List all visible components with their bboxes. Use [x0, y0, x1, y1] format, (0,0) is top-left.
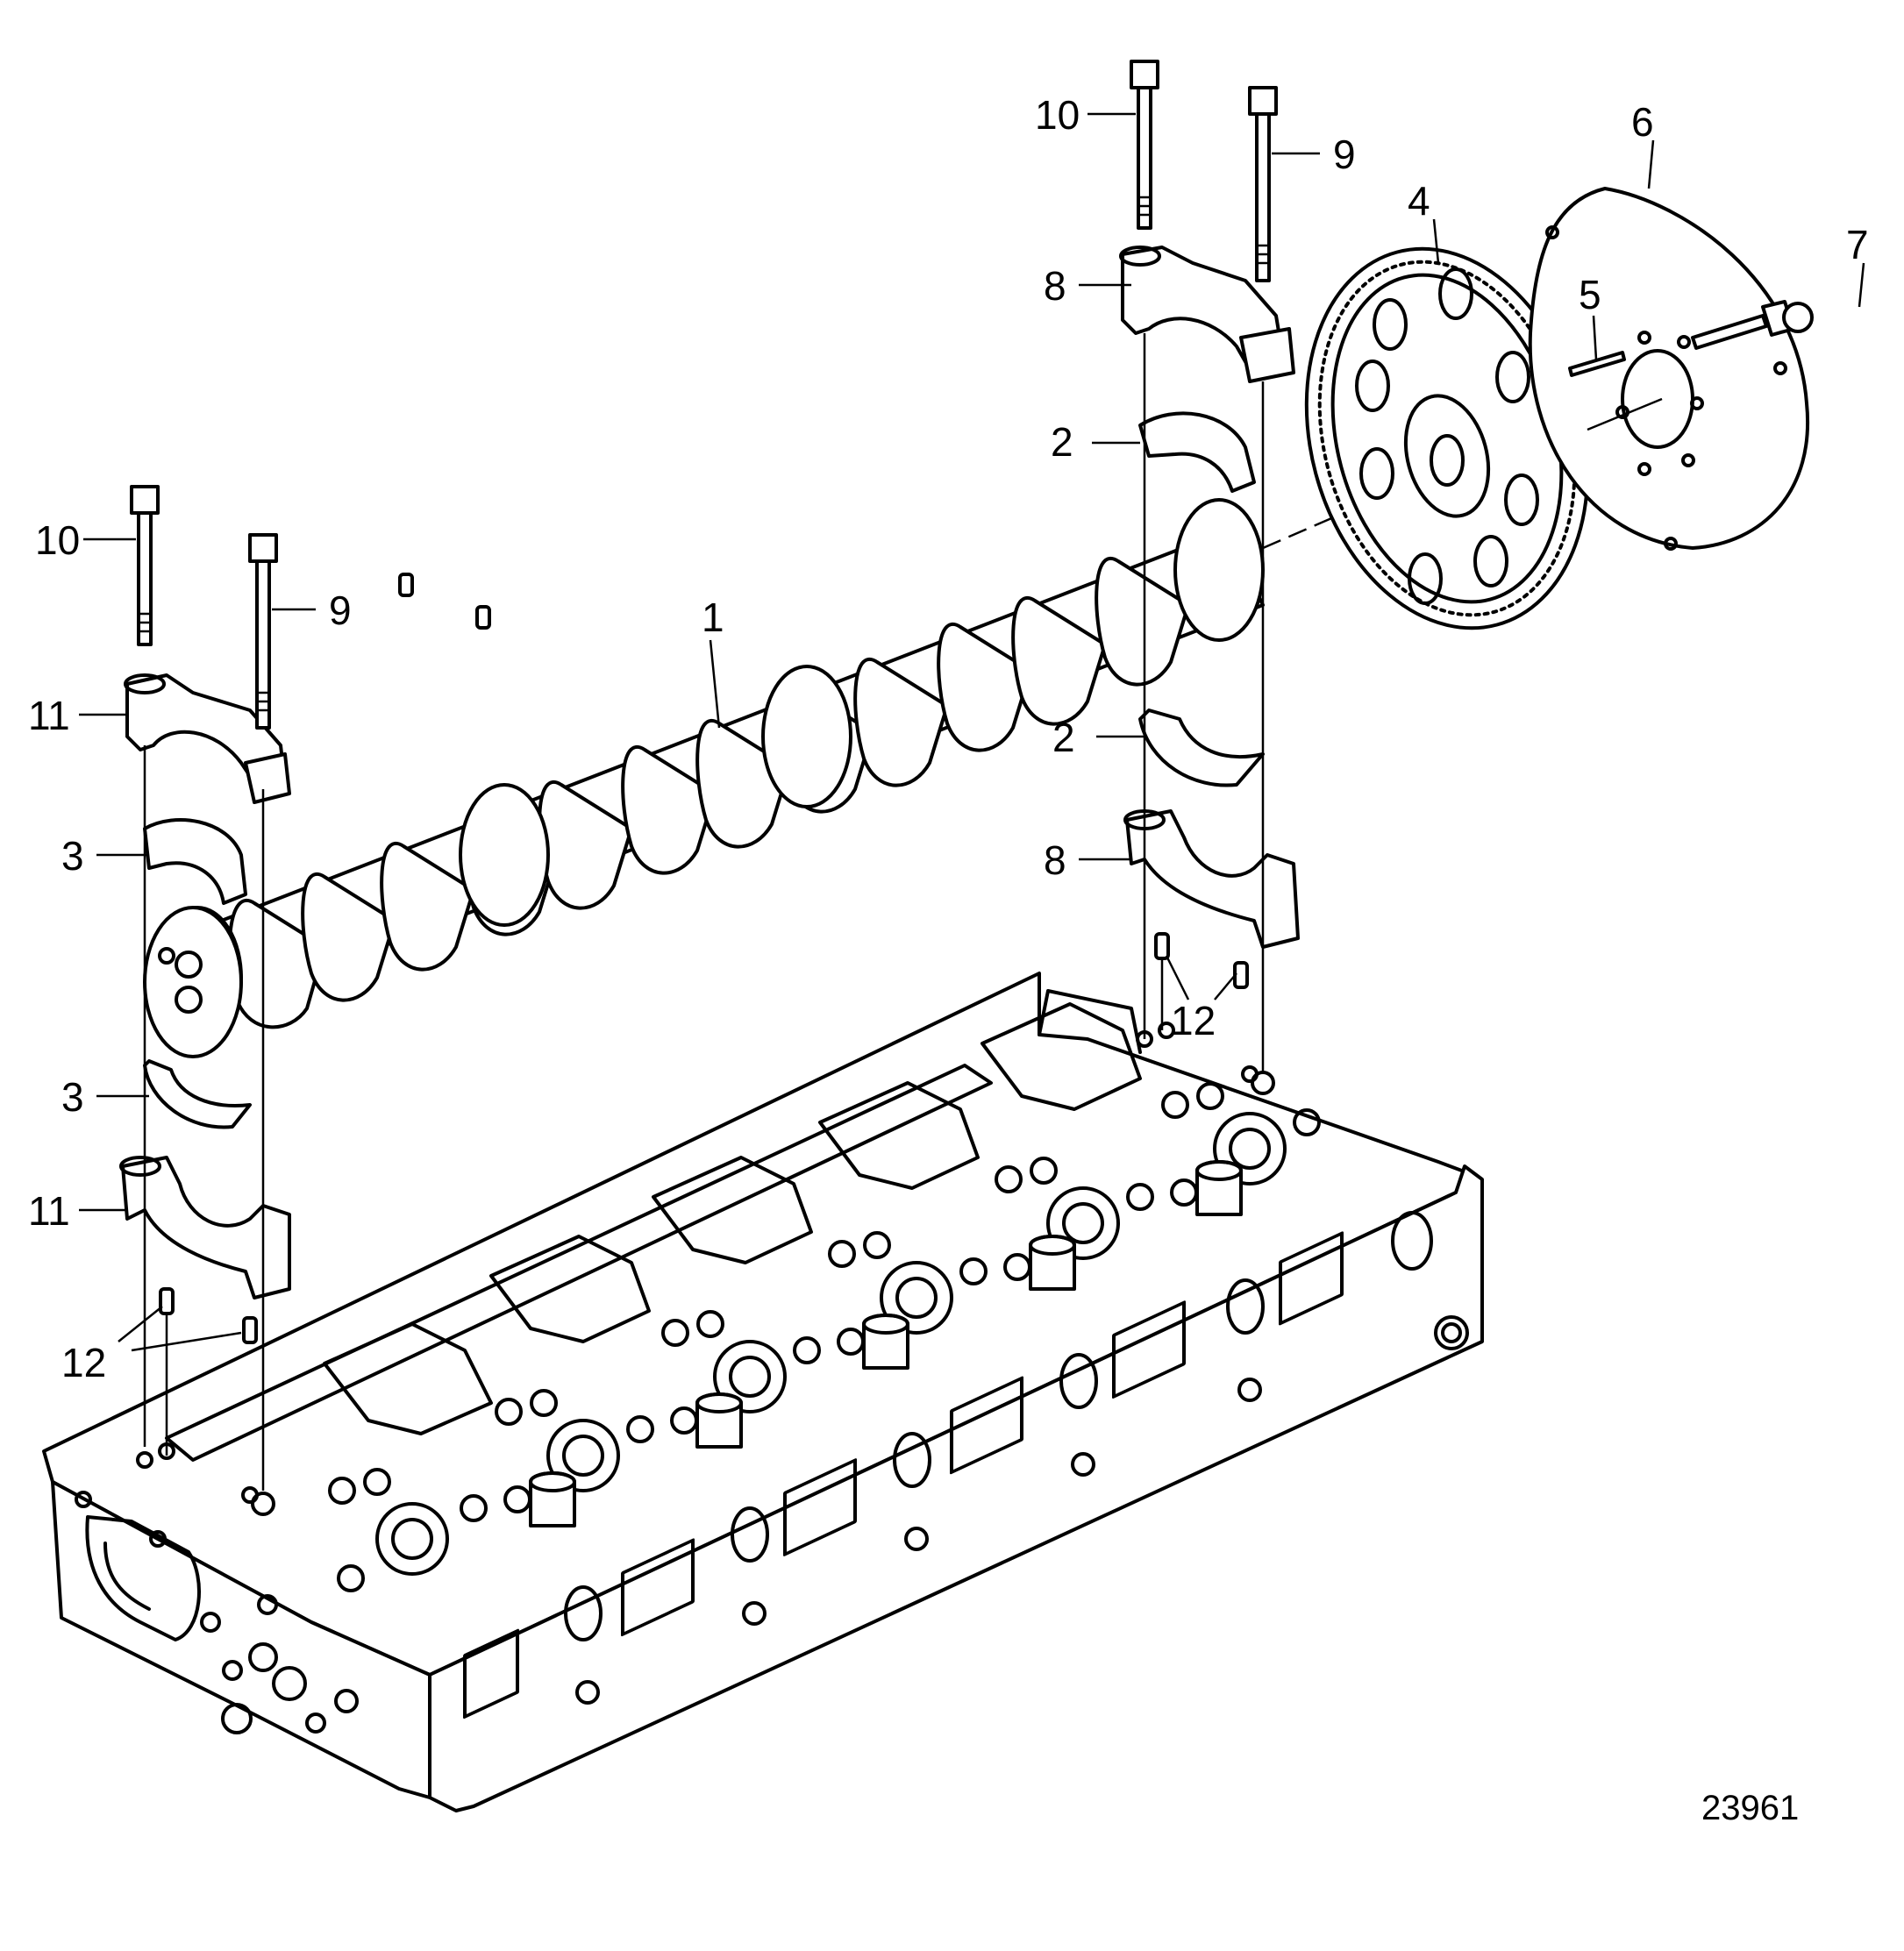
callout-2-lower: 2 — [1052, 715, 1075, 760]
leader-lines — [79, 112, 1865, 1352]
gear-cover — [1528, 187, 1810, 551]
callout-10-right: 10 — [1035, 92, 1080, 138]
alignment-lines — [143, 333, 1265, 1491]
drawing-reference-number: 23961 — [1701, 1789, 1799, 1827]
cylinder-head — [42, 972, 1484, 1812]
bolt-9-left — [248, 533, 278, 730]
bearing-shell-left-lower — [143, 1059, 252, 1129]
callout-2-upper: 2 — [1051, 419, 1073, 465]
callout-3-upper: 3 — [61, 833, 84, 879]
bearing-cap-left-upper — [124, 673, 291, 804]
callout-6: 6 — [1631, 99, 1654, 145]
deck-details — [136, 1002, 1321, 1592]
camshaft-gear — [1304, 246, 1590, 630]
end-face-details — [75, 1491, 359, 1734]
callout-5: 5 — [1579, 272, 1601, 317]
callout-11-upper: 11 — [28, 693, 70, 738]
callout-4: 4 — [1408, 178, 1430, 224]
callout-12-left: 12 — [61, 1340, 106, 1385]
callout-3-lower: 3 — [61, 1074, 84, 1120]
front-face-holes — [564, 1211, 1469, 1705]
camshaft — [143, 459, 1465, 1058]
callout-11-lower: 11 — [28, 1188, 70, 1234]
callout-8-lower: 8 — [1044, 837, 1066, 883]
callout-9-left: 9 — [329, 587, 352, 633]
intake-ports — [463, 1231, 1344, 1720]
callout-8-upper: 8 — [1044, 263, 1066, 309]
callout-1: 1 — [702, 595, 724, 640]
callout-10-left: 10 — [35, 517, 80, 563]
bearing-shell-left-upper — [143, 818, 247, 905]
dowel-pin — [1568, 351, 1626, 377]
bearing-cap-right-lower — [1123, 809, 1300, 949]
callout-9-right: 9 — [1333, 132, 1356, 177]
flange-bolt — [1691, 300, 1814, 350]
callout-labels: 1 2 2 3 3 4 5 6 7 8 8 9 9 10 10 11 11 12… — [28, 92, 1869, 1385]
dowels — [159, 573, 1249, 1344]
bearing-shell-right-upper — [1138, 411, 1256, 493]
bearing-cap-right-upper — [1119, 246, 1295, 383]
callout-12-right: 12 — [1171, 998, 1216, 1043]
bolt-10-right — [1130, 60, 1159, 230]
bearing-shell-right-lower — [1138, 708, 1265, 787]
bolt-10-left — [130, 485, 160, 646]
callout-7: 7 — [1846, 222, 1869, 267]
bolt-9-right — [1248, 86, 1278, 282]
bearing-cap-left-lower — [119, 1156, 291, 1299]
